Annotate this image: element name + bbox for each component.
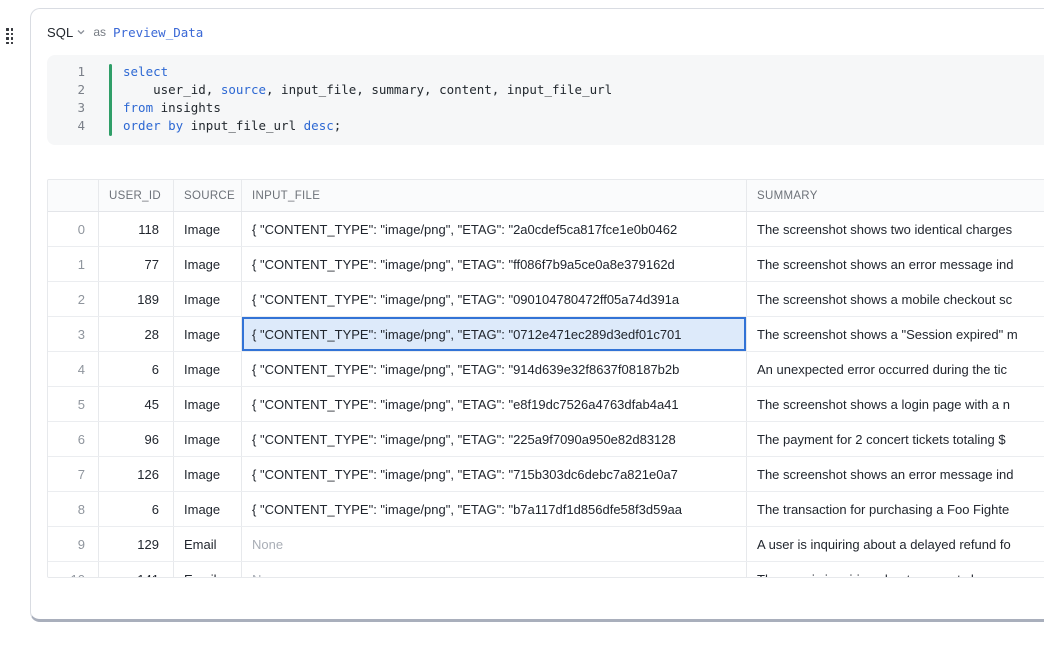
summary-cell[interactable]: The payment for 2 concert tickets totali… [757,431,1006,447]
row-index-cell[interactable]: 0 [48,212,99,246]
row-index-cell[interactable]: 4 [48,352,99,386]
input-file-cell[interactable]: { "CONTENT_TYPE": "image/png", "ETAG": "… [242,247,747,281]
row-index-cell[interactable]: 8 [48,492,99,526]
input-file-cell[interactable]: { "CONTENT_TYPE": "image/png", "ETAG": "… [242,317,747,351]
input-file-cell[interactable]: { "CONTENT_TYPE": "image/png", "ETAG": "… [242,492,747,526]
column-header-user-id[interactable]: USER_ID [99,180,174,211]
row-index-cell[interactable]: 2 [48,282,99,316]
chevron-down-icon [77,30,85,35]
summary-cell[interactable]: The screenshot shows two identical charg… [757,221,1013,237]
source-cell[interactable]: Email [174,562,242,577]
row-index-cell[interactable]: 6 [48,422,99,456]
as-label: as [93,25,107,39]
input-file-cell[interactable]: None [242,562,747,577]
table-row: 10141EmailNoneThe user is inquiring abou… [48,562,1044,578]
cell-name-link[interactable]: Preview_Data [113,24,204,40]
source-cell[interactable]: Email [174,527,242,561]
input-file-cell[interactable]: { "CONTENT_TYPE": "image/png", "ETAG": "… [242,212,747,246]
column-header-index[interactable] [48,180,99,211]
source-cell[interactable]: Image [174,422,242,456]
input-file-cell[interactable]: { "CONTENT_TYPE": "image/png", "ETAG": "… [242,352,747,386]
source-cell[interactable]: Image [174,247,242,281]
user-id-cell[interactable]: 6 [99,492,174,526]
row-index-cell[interactable]: 3 [48,317,99,351]
source-cell[interactable]: Image [174,282,242,316]
user-id-cell[interactable]: 77 [99,247,174,281]
summary-cell[interactable]: The user is inquiring about a recent cha… [747,562,1044,578]
drag-handle-icon[interactable] [6,28,19,45]
user-id-cell[interactable]: 6 [99,352,174,386]
row-index-cell[interactable]: 10 [48,562,99,577]
column-header-input-file[interactable]: INPUT_FILE [242,180,747,211]
source-cell[interactable]: Image [174,212,242,246]
column-header-summary[interactable]: SUMMARY [757,189,818,202]
cell-type-label: SQL [47,24,74,40]
editor-active-bar [109,64,112,136]
input-file-cell[interactable]: None [242,527,747,561]
summary-cell[interactable]: The screenshot shows an error message in… [757,466,1014,482]
row-index-cell[interactable]: 1 [48,247,99,281]
code-line: select [123,64,169,79]
user-id-cell[interactable]: 96 [99,422,174,456]
input-file-cell[interactable]: { "CONTENT_TYPE": "image/png", "ETAG": "… [242,422,747,456]
summary-cell[interactable]: An unexpected error occurred during the … [757,361,1008,377]
input-file-cell[interactable]: { "CONTENT_TYPE": "image/png", "ETAG": "… [242,282,747,316]
code-line: from insights [123,100,221,115]
source-cell[interactable]: Image [174,352,242,386]
row-index-cell[interactable]: 5 [48,387,99,421]
code-line: order by input_file_url desc; [123,118,342,133]
user-id-cell[interactable]: 126 [99,457,174,491]
summary-cell[interactable]: The screenshot shows a mobile checkout s… [757,291,1013,307]
column-header-source[interactable]: SOURCE [174,180,242,211]
code-lines: select user_id, source, input_file, summ… [112,63,612,145]
user-id-cell[interactable]: 141 [99,562,174,577]
input-file-cell[interactable]: { "CONTENT_TYPE": "image/png", "ETAG": "… [242,457,747,491]
summary-cell[interactable]: The transaction for purchasing a Foo Fig… [757,501,1010,517]
source-cell[interactable]: Image [174,492,242,526]
cell-header: SQL as Preview_Data [47,9,1044,55]
user-id-cell[interactable]: 118 [99,212,174,246]
summary-cell[interactable]: The screenshot shows an error message in… [757,256,1014,272]
user-id-cell[interactable]: 129 [99,527,174,561]
user-id-cell[interactable]: 189 [99,282,174,316]
cell-type-dropdown[interactable]: SQL [47,25,86,40]
summary-cell[interactable]: The screenshot shows a login page with a… [757,396,1010,412]
source-cell[interactable]: Image [174,387,242,421]
source-cell[interactable]: Image [174,457,242,491]
source-cell[interactable]: Image [174,317,242,351]
user-id-cell[interactable]: 45 [99,387,174,421]
row-index-cell[interactable]: 9 [48,527,99,561]
table-header-row: USER_ID SOURCE INPUT_FILE SUMMARY [48,180,1044,212]
row-index-cell[interactable]: 7 [48,457,99,491]
user-id-cell[interactable]: 28 [99,317,174,351]
summary-cell[interactable]: The screenshot shows a "Session expired"… [757,326,1018,342]
input-file-cell[interactable]: { "CONTENT_TYPE": "image/png", "ETAG": "… [242,387,747,421]
summary-cell[interactable]: A user is inquiring about a delayed refu… [757,536,1011,552]
code-line: user_id, source, input_file, summary, co… [123,82,613,97]
